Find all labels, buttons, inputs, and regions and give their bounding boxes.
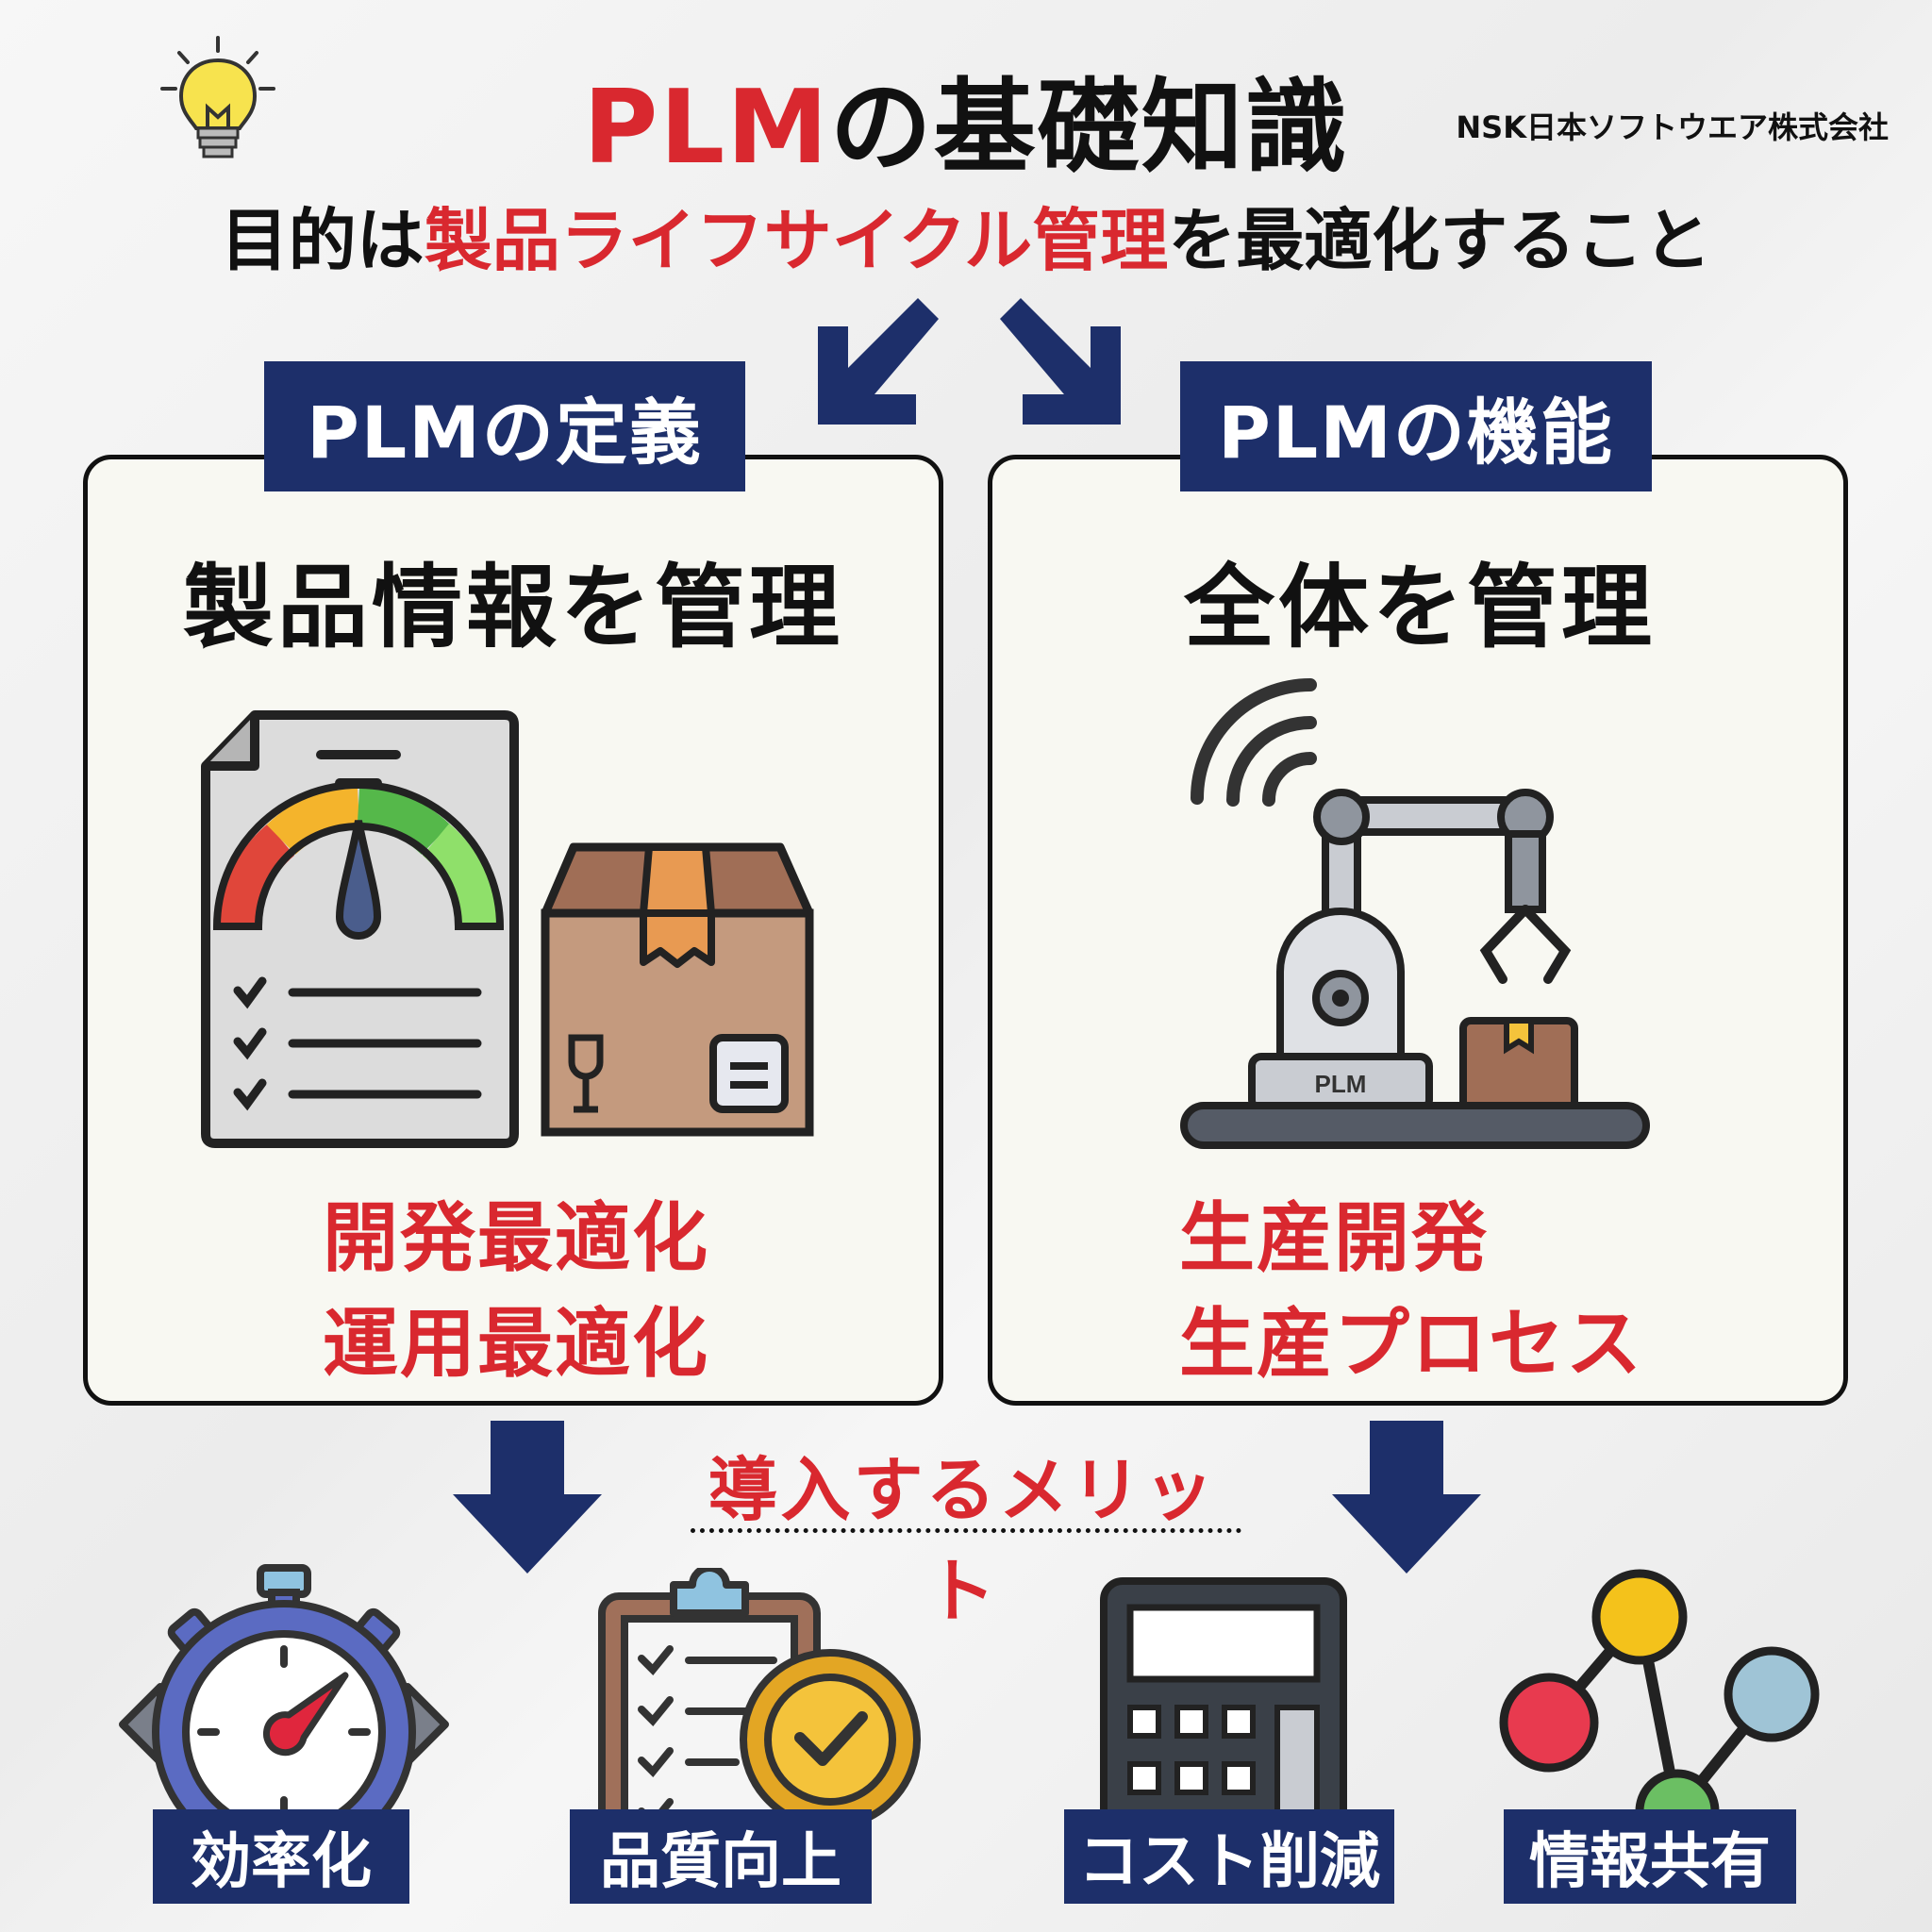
merit-title: 導入するメリット [708,1450,1217,1632]
purpose-prefix: 目的は [220,201,425,280]
merit-badge-quality: 品質向上 [570,1809,872,1904]
merit-underline [691,1528,1241,1533]
purpose-line: 目的は製品ライフサイクル管理を最適化すること [0,185,1932,284]
lightbulb-icon [158,34,277,166]
function-panel [988,455,1848,1406]
company-name: NSK日本ソフトウエア株式会社 [1456,109,1889,145]
document-gauge-icon [201,710,519,1148]
merit-badge-cost: コスト削減 [1064,1809,1394,1904]
network-nodes-icon [1499,1569,1820,1854]
definition-tab: PLMの定義 [264,361,745,491]
plm-machine-label: PLM [1315,1070,1367,1098]
stopwatch-icon [119,1564,449,1864]
definition-line-1: 開発最適化 [323,1194,709,1282]
merit-badge-efficiency: 効率化 [153,1809,409,1904]
purpose-accent: 製品ライフサイクル管理 [424,201,1169,280]
function-line-2: 生産プロセス [1179,1300,1643,1388]
title-accent: PLM [583,69,830,187]
definition-heading: 製品情報を管理 [183,555,843,660]
definition-line-2: 運用最適化 [323,1300,709,1388]
function-heading: 全体を管理 [1184,555,1656,660]
merit-badge-sharing: 情報共有 [1504,1809,1796,1904]
page-title: PLMの基礎知識 [0,45,1932,192]
arrow-down-icon [1332,1421,1481,1574]
function-line-1: 生産開発 [1179,1194,1489,1282]
purpose-suffix: を最適化すること [1168,201,1712,280]
arrow-down-right-icon [1000,298,1121,425]
function-tab: PLMの機能 [1180,361,1652,491]
arrow-down-icon [453,1421,602,1574]
robot-arm-icon: PLM [1180,678,1650,1149]
title-rest: の基礎知識 [829,69,1349,187]
arrow-down-left-icon [818,298,939,425]
cardboard-box-icon [541,842,814,1137]
